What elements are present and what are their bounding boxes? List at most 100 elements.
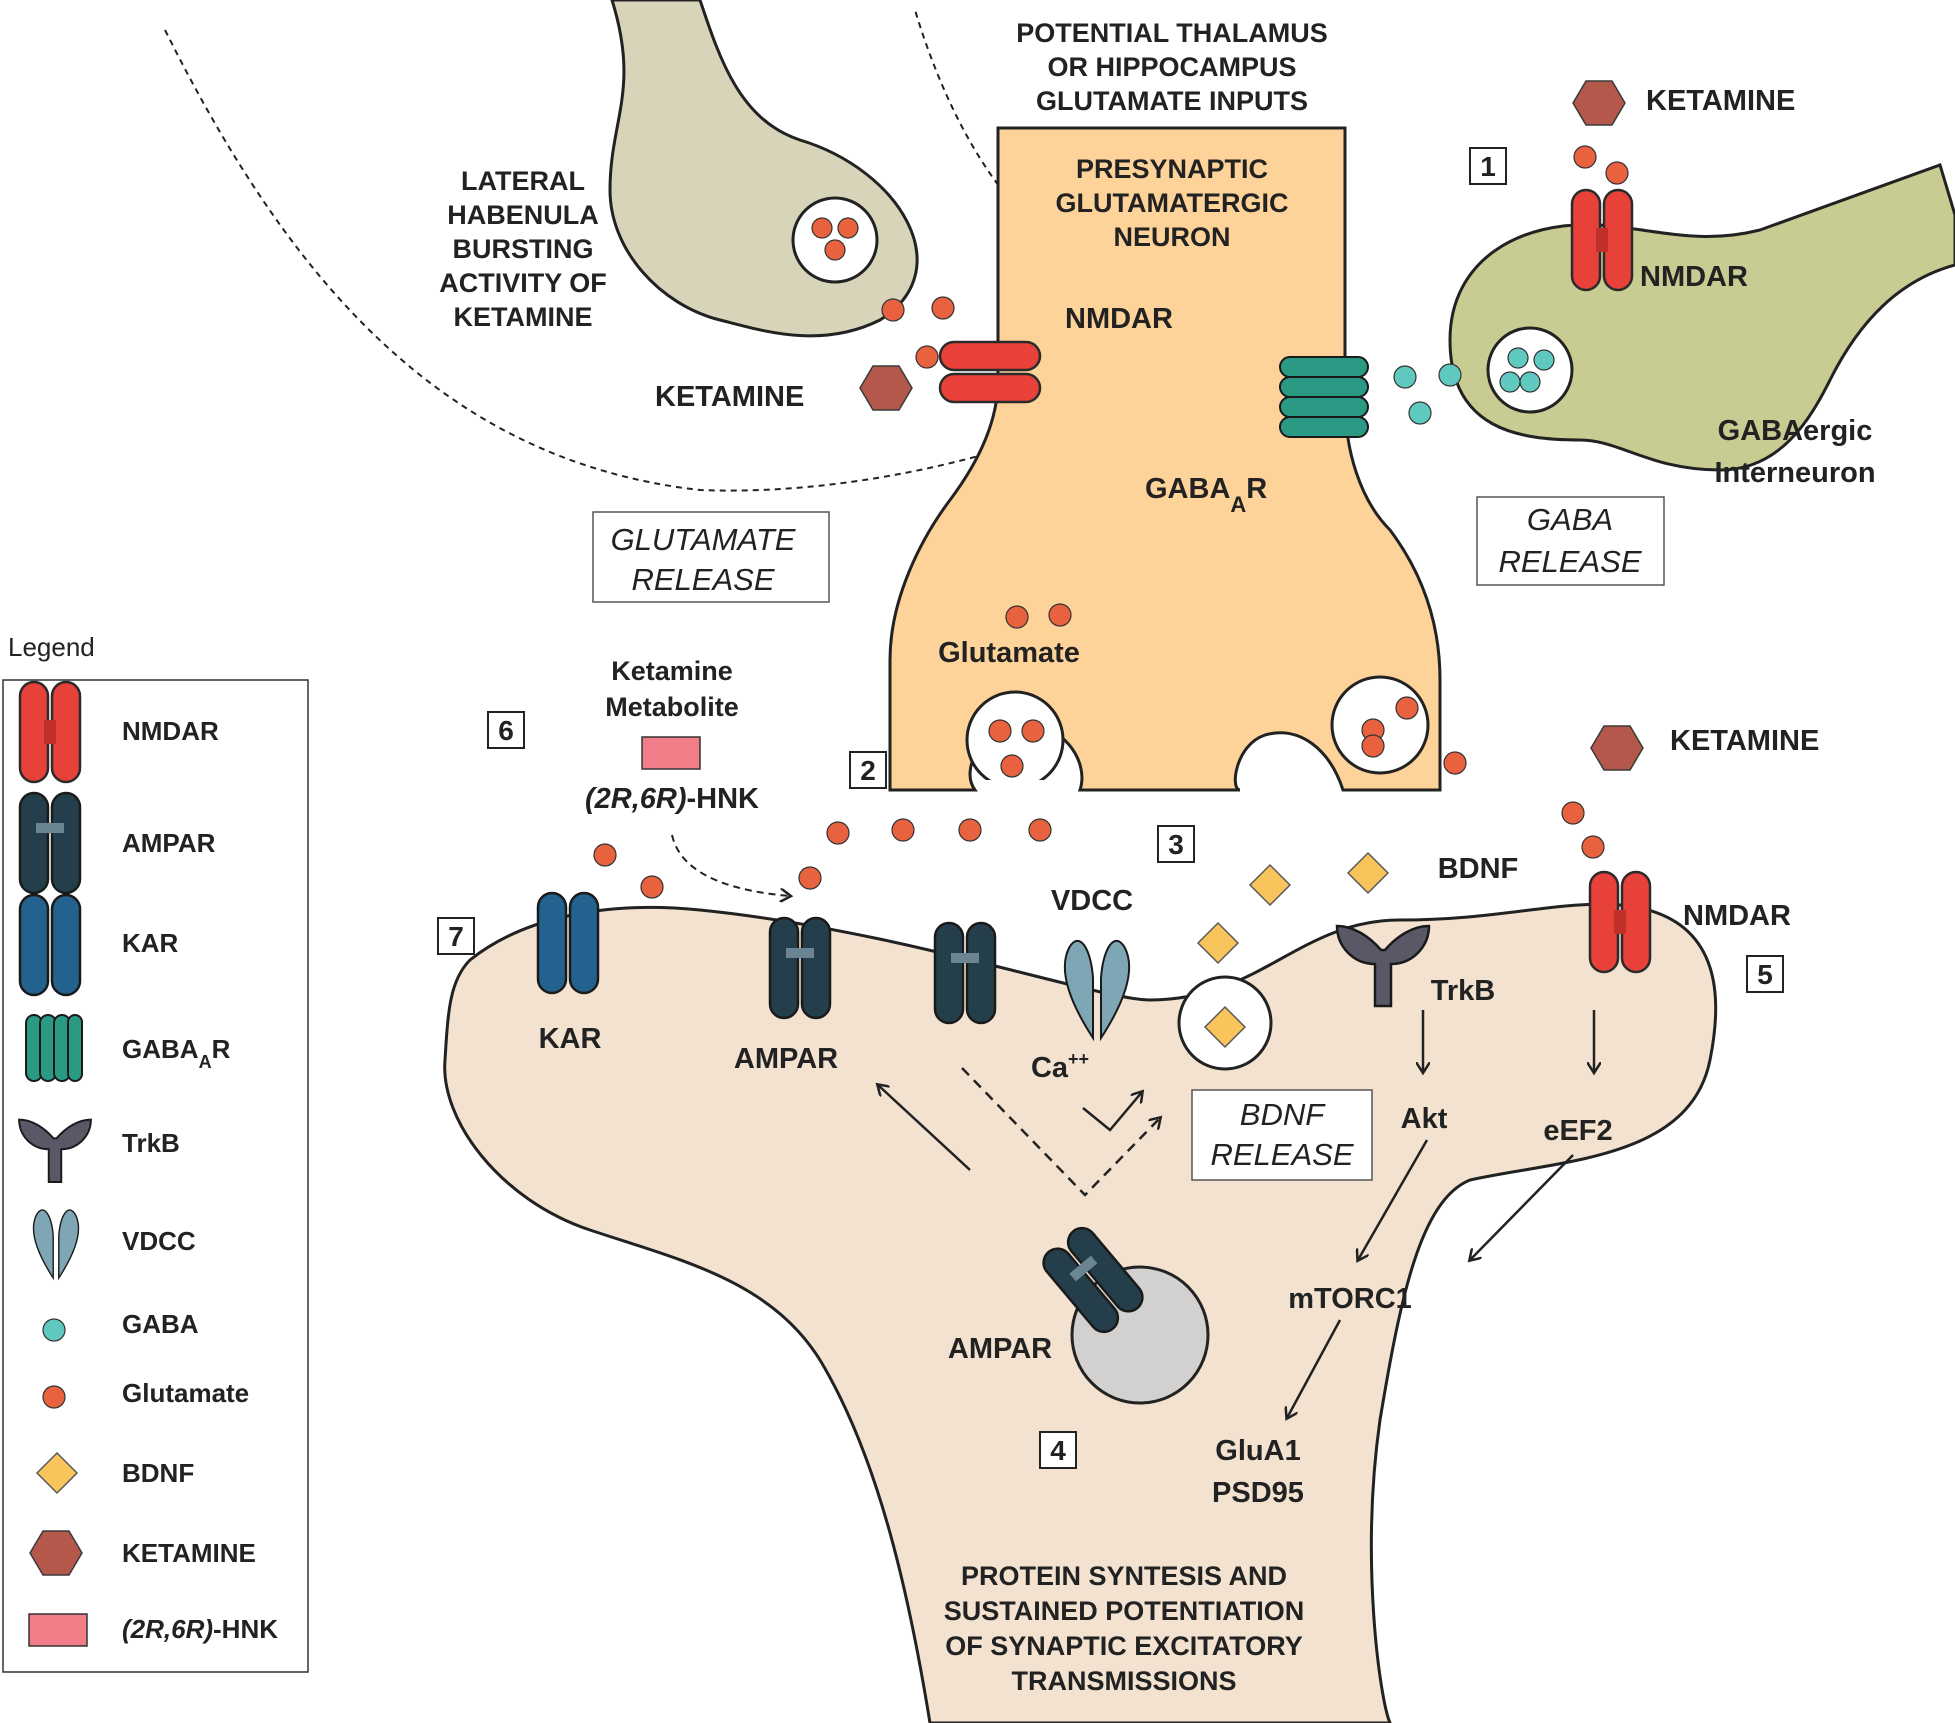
glutamate-dot [881,298,905,322]
hnk-label: (2R,6R)-HNK [585,783,759,815]
gabaergic-interneuron [1448,163,1955,472]
bottom-label-line1: PROTEIN SYNTESIS AND [961,1561,1287,1591]
metabolite-label-line1: Ketamine [611,656,733,686]
glutamate-dot [1395,696,1419,720]
glutamate-dot [1361,734,1385,758]
gabaar-label: GABAAR [1145,473,1267,517]
glutamate-release-line1: GLUTAMATE [611,522,796,557]
glutamate-dot [593,843,617,867]
ampar-label-postsynaptic: AMPAR [734,1043,838,1075]
legend-label-vdcc: VDCC [122,1226,196,1256]
step-number-4: 4 [1039,1431,1077,1469]
bdnf-diamond [1347,852,1389,894]
legend-label-trkb: TrkB [122,1128,180,1158]
glua1-label: GluA1 [1215,1435,1300,1467]
arrow-to-ampar [878,1085,971,1171]
glutamate-dot [1048,603,1072,627]
glutamate-dot [1573,145,1597,169]
legend-label-nmdar: NMDAR [122,716,219,746]
glutamate-dot [988,719,1012,743]
nmdar-label-presynaptic: NMDAR [1065,303,1173,335]
glutamate-dot [891,818,915,842]
gaba-dot [1499,371,1521,393]
ketamine-hexagon [1590,725,1644,771]
gabaar-icon [25,1014,83,1082]
kar-label: KAR [539,1023,602,1055]
bdnf-diamond [1197,922,1239,964]
habenula-label-line2: HABENULA [447,200,599,230]
legend-title: Legend [8,632,95,662]
svg-text:2: 2 [860,755,876,786]
arrow-akt-mtorc1 [1358,1139,1429,1260]
vdcc-label: VDCC [1051,885,1133,917]
legend-label-bdnf: BDNF [122,1458,194,1488]
ketamine-hexagon [1572,80,1626,126]
glutamate-dot [915,345,939,369]
hnk-dashed-arrow [671,834,790,896]
ketamine-label-left: KETAMINE [655,381,804,413]
gaba-dot-icon [42,1318,66,1342]
dashed-arrow-bdnf [961,1067,1160,1197]
step-number-5: 5 [1746,955,1784,993]
ketamine-label-top: KETAMINE [1646,85,1795,117]
glutamate-dot [1005,605,1029,629]
glutamate-dot [1021,719,1045,743]
arrow-mtorc1-glua1 [1287,1319,1342,1418]
habenula-label-line5: KETAMINE [454,302,593,332]
hnk-rectangle [641,736,701,770]
step-number-7: 7 [437,917,475,955]
ketamine-label-right: KETAMINE [1670,725,1819,757]
glutamate-release-box [592,511,830,603]
gabaergic-label-line1: GABAergic [1718,415,1873,447]
gaba-dot [1507,347,1529,369]
bdnf-release-line1: BDNF [1240,1097,1326,1132]
presynaptic-label-line1: PRESYNAPTIC [1076,154,1268,184]
glutamate-dot [837,217,859,239]
presynaptic-neuron [888,126,1442,792]
top-label-line3: GLUTAMATE INPUTS [1036,86,1308,116]
hnk-rectangle-icon [28,1613,88,1647]
legend-label-gabaar: GABAAR [122,1034,231,1072]
svg-text:1: 1 [1480,151,1496,182]
glutamate-dot-icon [42,1385,66,1409]
svg-text:7: 7 [448,921,464,952]
gaba-release-line2: RELEASE [1498,544,1641,579]
eef2-label: eEF2 [1543,1115,1612,1147]
bdnf-release-box [1191,1089,1373,1181]
legend-label-kar: KAR [122,928,179,958]
gaba-release-box [1476,496,1665,586]
glutamate-dot [1028,818,1052,842]
glutamate-dot [826,821,850,845]
legend-label-ketamine: KETAMINE [122,1538,256,1568]
bottom-label-line3: OF SYNAPTIC EXCITATORY [945,1631,1303,1661]
glutamate-dot [931,296,955,320]
nmdar-label-postsynaptic: NMDAR [1683,900,1791,932]
gabaar-receptor [1279,356,1369,438]
gaba-dot [1408,401,1432,425]
habenula-terminal [608,0,919,338]
gaba-dot [1519,371,1541,393]
glutamate-dot [824,239,846,261]
akt-label: Akt [1401,1103,1448,1135]
ampar-label-vesicle: AMPAR [948,1333,1052,1365]
glutamate-dot [798,866,822,890]
top-label-line1: POTENTIAL THALAMUS [1016,18,1328,48]
mtorc1-label: mTORC1 [1288,1283,1412,1315]
svg-text:6: 6 [498,715,514,746]
glutamate-release-line2: RELEASE [631,562,774,597]
psd95-label: PSD95 [1212,1477,1304,1509]
nmdar-label-interneuron: NMDAR [1640,261,1748,293]
bottom-label-line2: SUSTAINED POTENTIATION [944,1596,1305,1626]
legend-label-gaba: GABA [122,1309,199,1339]
legend-label-ampar: AMPAR [122,828,216,858]
habenula-label-line1: LATERAL [461,166,585,196]
trkb-label: TrkB [1431,975,1495,1007]
ca-arrow [1082,1092,1142,1132]
gaba-dot [1533,349,1555,371]
bdnf-label: BDNF [1438,853,1519,885]
ketamine-hexagon [859,365,913,411]
legend-label-glutamate: Glutamate [122,1378,249,1408]
svg-text:4: 4 [1050,1435,1066,1466]
gaba-dot [1393,365,1417,389]
step-number-1: 1 [1469,147,1507,185]
